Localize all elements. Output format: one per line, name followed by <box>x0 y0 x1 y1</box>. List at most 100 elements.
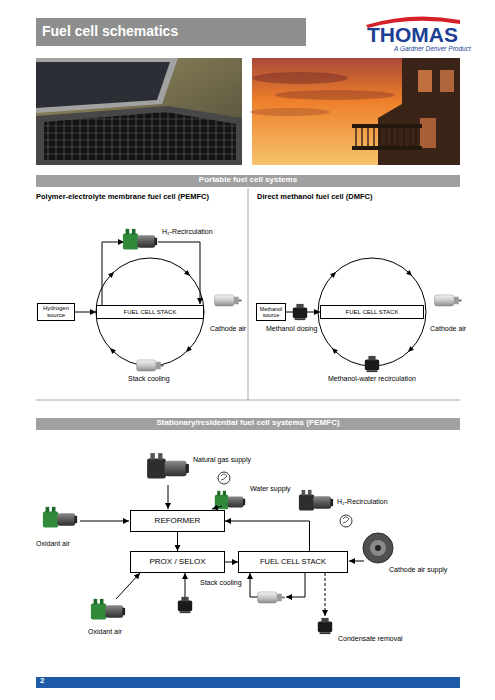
flow-arrow <box>75 312 96 313</box>
flow-arrow <box>177 532 178 551</box>
stack-box: FUEL CELL STACK <box>238 551 348 573</box>
condensate-line <box>325 573 326 616</box>
flow-arrow <box>225 562 238 563</box>
component-label: H₂-Recirculation <box>337 498 388 506</box>
cloud <box>250 108 330 116</box>
brand-logo: THOMAS <box>367 22 458 47</box>
approval-mark <box>218 472 230 484</box>
page-title: Fuel cell schematics <box>42 23 178 40</box>
section-divider <box>248 188 249 400</box>
photo-background <box>36 58 242 165</box>
supply-arrow <box>80 521 129 522</box>
subsection-heading: Direct methanol fuel cell (DMFC) <box>257 192 372 201</box>
cloud <box>252 72 348 84</box>
dosing-pump <box>293 304 307 320</box>
recirculation-line <box>102 242 124 305</box>
loop-arrow <box>184 346 192 354</box>
recirculation-pump <box>299 490 333 511</box>
house-window <box>418 70 432 92</box>
component-label: Methanol-water recirculation <box>328 375 416 383</box>
node-text: FUEL CELL STACK <box>346 309 399 316</box>
recirculation-line <box>158 242 200 304</box>
brand-tagline: A Gardner Denver Product <box>394 45 471 53</box>
section-band <box>36 175 460 187</box>
section-heading: Portable fuel cell systems <box>36 175 460 185</box>
oxidant-air-pump <box>91 599 125 620</box>
recirculation-pump <box>365 356 379 372</box>
section-divider <box>36 400 460 401</box>
node-text: PROX / SELOX <box>149 558 205 567</box>
component-label: Stack cooling <box>200 579 242 587</box>
balcony-floor <box>352 146 422 150</box>
component-label: H₂-Recirculation <box>162 228 213 236</box>
supply-arrow <box>212 506 222 509</box>
section-band <box>36 418 460 430</box>
node-text: FUEL CELL STACK <box>260 558 326 566</box>
process-box: PROX / SELOX <box>130 551 225 573</box>
house-window <box>420 118 436 148</box>
node-text: REFORMER <box>155 517 201 526</box>
stack-box: FUEL CELL STACK <box>320 305 424 319</box>
condensate-pump <box>318 618 332 634</box>
cooling-line <box>250 573 258 597</box>
oxidant-pump <box>178 597 192 613</box>
loop-arrow <box>108 346 116 354</box>
laptop-body <box>36 106 242 165</box>
loop-circle <box>96 258 204 366</box>
loop-arrow <box>184 270 192 278</box>
laptop-screen <box>36 62 170 108</box>
loop-arrow <box>108 270 116 278</box>
process-box: REFORMER <box>130 510 225 532</box>
component-label: Cathode air <box>430 325 466 333</box>
component-label: Methanol dosing <box>266 325 317 333</box>
loop-circle <box>318 258 426 366</box>
laptop-keyboard <box>44 112 236 160</box>
source-box: Methanol source <box>256 303 286 321</box>
natural-gas-pump <box>147 453 189 478</box>
loop-arrow <box>406 346 414 354</box>
node-text: Hydrogen source <box>38 305 74 318</box>
blower-housing <box>363 533 393 563</box>
supply-arrow <box>185 573 186 597</box>
loop-arrow <box>330 270 338 278</box>
component-label: Oxidant air <box>88 628 122 636</box>
cooling-pump <box>136 360 163 371</box>
node-text: Methanol source <box>257 306 285 318</box>
house-window <box>440 70 454 92</box>
footer-band <box>36 677 460 688</box>
supply-arrow <box>349 561 364 562</box>
balcony-rail <box>352 124 422 128</box>
recirculation-pump <box>123 229 157 250</box>
section-heading: Stationary/residential fuel cell systems… <box>36 418 460 428</box>
component-label: Water supply <box>250 485 291 493</box>
supply-arrow <box>116 573 140 599</box>
blower-inlet <box>370 540 386 556</box>
component-label: Natural gas supply <box>193 456 251 464</box>
node-text: FUEL CELL STACK <box>124 309 177 316</box>
header-band <box>36 18 306 46</box>
component-label: Oxidant air <box>36 540 70 548</box>
loop-arrow <box>330 346 338 354</box>
approval-mark <box>340 515 352 527</box>
laptop-bezel <box>36 58 178 113</box>
cathode-air-pump <box>214 295 241 306</box>
component-label: Cathode air supply <box>389 566 447 574</box>
approval-mark-detail <box>343 517 349 523</box>
component-label: Cathode air <box>210 325 246 333</box>
supply-arrow <box>168 485 169 509</box>
page-number: 2 <box>40 676 44 686</box>
source-box: Hydrogen source <box>37 303 75 321</box>
cathode-air-pump <box>434 295 461 306</box>
oxidant-air-pump <box>43 507 77 528</box>
subsection-heading: Polymer-electrolyte membrane fuel cell (… <box>36 192 209 201</box>
approval-mark-detail <box>221 474 227 480</box>
blower-hub <box>375 545 381 551</box>
component-label: Condensate removal <box>338 635 403 643</box>
stack-box: FUEL CELL STACK <box>96 305 204 319</box>
loop-arrow <box>406 270 414 278</box>
component-label: Stack cooling <box>128 375 170 383</box>
cooling-line <box>286 573 305 597</box>
balcony-railing <box>356 128 416 146</box>
